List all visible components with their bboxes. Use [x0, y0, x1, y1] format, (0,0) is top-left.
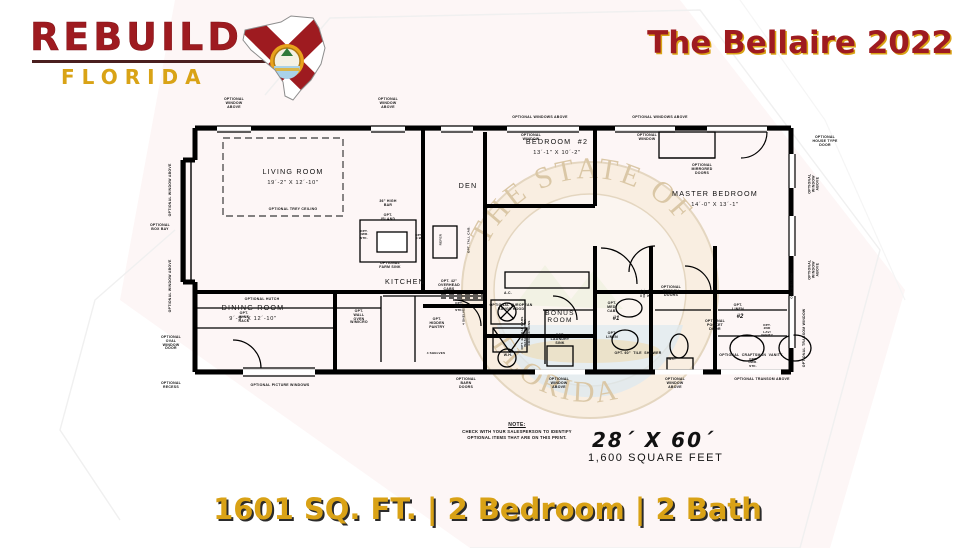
right-label-0: OPTIONAL HOUSE TYPE DOOR	[812, 135, 838, 147]
plan-square-feet: 1,600 SQUARE FEET	[588, 452, 724, 464]
misc-label-16: OPT. DWR. STK.	[639, 288, 650, 298]
logo-divider	[32, 60, 282, 63]
misc-label-2: A.C.	[504, 291, 512, 295]
logo-text-rebuild: REBUILD	[30, 15, 243, 59]
misc-label-4: OPT. 42" O.H. CABS WASHER/DRYER CONNECTI…	[520, 316, 531, 350]
bottom-label-0: OPTIONAL PICTURE WINDOWS	[250, 383, 310, 387]
misc-label-1: OPTIONAL MIRRORED DOORS	[691, 163, 713, 175]
kitchen-label-3: OPT. D.W.	[415, 233, 423, 241]
misc-label-18: W.C.	[668, 357, 676, 361]
misc-label-7: OPT. LINEN	[732, 303, 744, 311]
misc-label-13: OPTIONAL CRAFTSMAN VANITY	[719, 353, 783, 357]
kitchen-label-12: 4 SHELVES	[426, 351, 446, 355]
print-note: NOTE: CHECK WITH YOUR SALESPERSON TO IDE…	[452, 422, 582, 440]
kitchen-label-0: 36" HIGH BAR	[379, 199, 397, 207]
room-label-bonus-room: BONUS ROOM	[545, 310, 575, 325]
misc-label-17: OPT. SHELVING	[789, 272, 794, 299]
top-label-3: OPTIONAL WINDOW	[520, 133, 542, 141]
misc-label-5: OPT. MED. CAB.	[607, 301, 617, 313]
room-dims-living-room: 19´-2" X 12´-10"	[267, 180, 319, 186]
rebuild-florida-logo: REBUILD FLORIDA	[26, 15, 326, 101]
bath-label-1: #1	[612, 316, 620, 322]
room-note-bonus-room: OPT. LAUNDRY SINK	[550, 333, 570, 345]
floor-plan-drawing: LIVING ROOM 19´-2" X 12´-10" OPTIONAL TR…	[150, 96, 837, 426]
kitchen-label-2: OPT. DWR. STK.	[359, 229, 369, 240]
kitchen-label-15: OPT. WALL OVEN W/MICRO	[350, 309, 368, 325]
kitchen-label-6: OPT. DWR. STK.	[454, 301, 464, 312]
misc-label-15: OPT. DWR. STK.	[748, 357, 758, 368]
misc-label-9: OPTIONAL OVAL WINDOW DOOR	[160, 335, 182, 351]
top-label-5: OPTIONAL WINDOW	[636, 133, 658, 141]
bottom-label-2: OPTIONAL WINDOW ABOVE	[664, 377, 686, 389]
room-dims-bedroom-2: 13´-1" X 10´-2"	[533, 150, 581, 156]
kitchen-label-7: OPTIONAL EUROPEAN RANGE HOOD	[489, 303, 533, 311]
misc-label-12: OPTIONAL FRENCH DOORS	[660, 285, 682, 297]
kitchen-label-10: OPT. HIDDEN PANTRY	[429, 317, 445, 329]
room-label-den: DEN	[458, 181, 478, 190]
plan-dimensions: 28´ X 60´	[592, 428, 716, 452]
floor-plan-svg	[180, 125, 812, 377]
left-label-1: OPTIONAL BOX BAY	[149, 223, 171, 231]
room-label-master-bedroom: MASTER BEDROOM	[672, 189, 758, 198]
room-label-dining-room: DINING ROOM	[221, 303, 285, 312]
bottom-label-3: OPTIONAL TRANSOM ABOVE	[734, 377, 790, 381]
right-label-1: OPTIONAL WINDOW ABOVE	[807, 173, 819, 194]
room-label-bedroom-2: BEDROOM #2	[525, 137, 589, 146]
note-body: CHECK WITH YOUR SALESPERSON TO IDENTIFY …	[462, 429, 572, 440]
kitchen-label-1: OPT. ISLAND	[380, 213, 396, 221]
page-title: The Bellaire 2022	[647, 25, 953, 61]
bath-label-2: #2	[736, 314, 744, 320]
right-label-3: OPTIONAL TRANSOM WINDOW	[802, 308, 807, 368]
misc-label-3: W.H.	[503, 353, 513, 357]
note-title: NOTE:	[508, 422, 526, 428]
misc-label-14: OPT. 2ND LAV/ VANITY	[760, 323, 774, 337]
florida-state-flag-shape-icon	[242, 15, 326, 101]
misc-label-6: OPT. LINEN	[606, 331, 618, 339]
left-label-0: OPTIONAL WINDOW ABOVE	[168, 163, 173, 217]
kitchen-label-14: OPT. WINE RACK	[238, 311, 250, 323]
room-note-living-room: OPTIONAL TREY CEILING	[268, 207, 318, 211]
kitchen-label-5: OPT. 42" OVERHEAD CABS	[438, 279, 460, 291]
misc-label-0: OPTIONAL BARN DOORS	[455, 377, 477, 389]
kitchen-label-4: OPTIONAL FARM SINK	[379, 261, 401, 269]
kitchen-label-13: OPTIONAL HUTCH	[244, 297, 280, 301]
bottom-label-1: OPTIONAL WINDOW ABOVE	[548, 377, 570, 389]
room-label-kitchen: KITCHEN	[385, 277, 425, 286]
misc-label-8: OPT. 60" TILE SHOWER	[614, 351, 662, 355]
top-label-1: OPTIONAL WINDOW ABOVE	[377, 97, 399, 109]
misc-label-10: OPTIONAL RECESS	[160, 381, 182, 389]
kitchen-label-11: 4 SHELVES	[461, 306, 466, 325]
top-label-4: OPTIONAL WINDOWS ABOVE	[632, 115, 688, 119]
kitchen-label-9: OPT. TALL CAB.	[466, 226, 471, 253]
misc-label-11: OPTIONAL POCKET DOOR	[704, 319, 726, 331]
footer-caption: 1601 SQ. FT. | 2 Bedroom | 2 Bath	[213, 492, 762, 526]
logo-text-florida: FLORIDA	[61, 65, 208, 89]
left-label-2: OPTIONAL WINDOW ABOVE	[168, 259, 173, 313]
right-label-2: OPTIONAL WINDOW ABOVE	[807, 259, 819, 280]
room-dims-master-bedroom: 14´-0" X 13´-1"	[691, 202, 739, 208]
room-dims-dining-room: 9´-9" X 12´-10"	[229, 316, 277, 322]
kitchen-label-8: REFER	[438, 233, 443, 246]
room-label-living-room: LIVING ROOM	[262, 167, 324, 176]
top-label-2: OPTIONAL WINDOWS ABOVE	[512, 115, 568, 119]
top-label-0: OPTIONAL WINDOW ABOVE	[223, 97, 245, 109]
